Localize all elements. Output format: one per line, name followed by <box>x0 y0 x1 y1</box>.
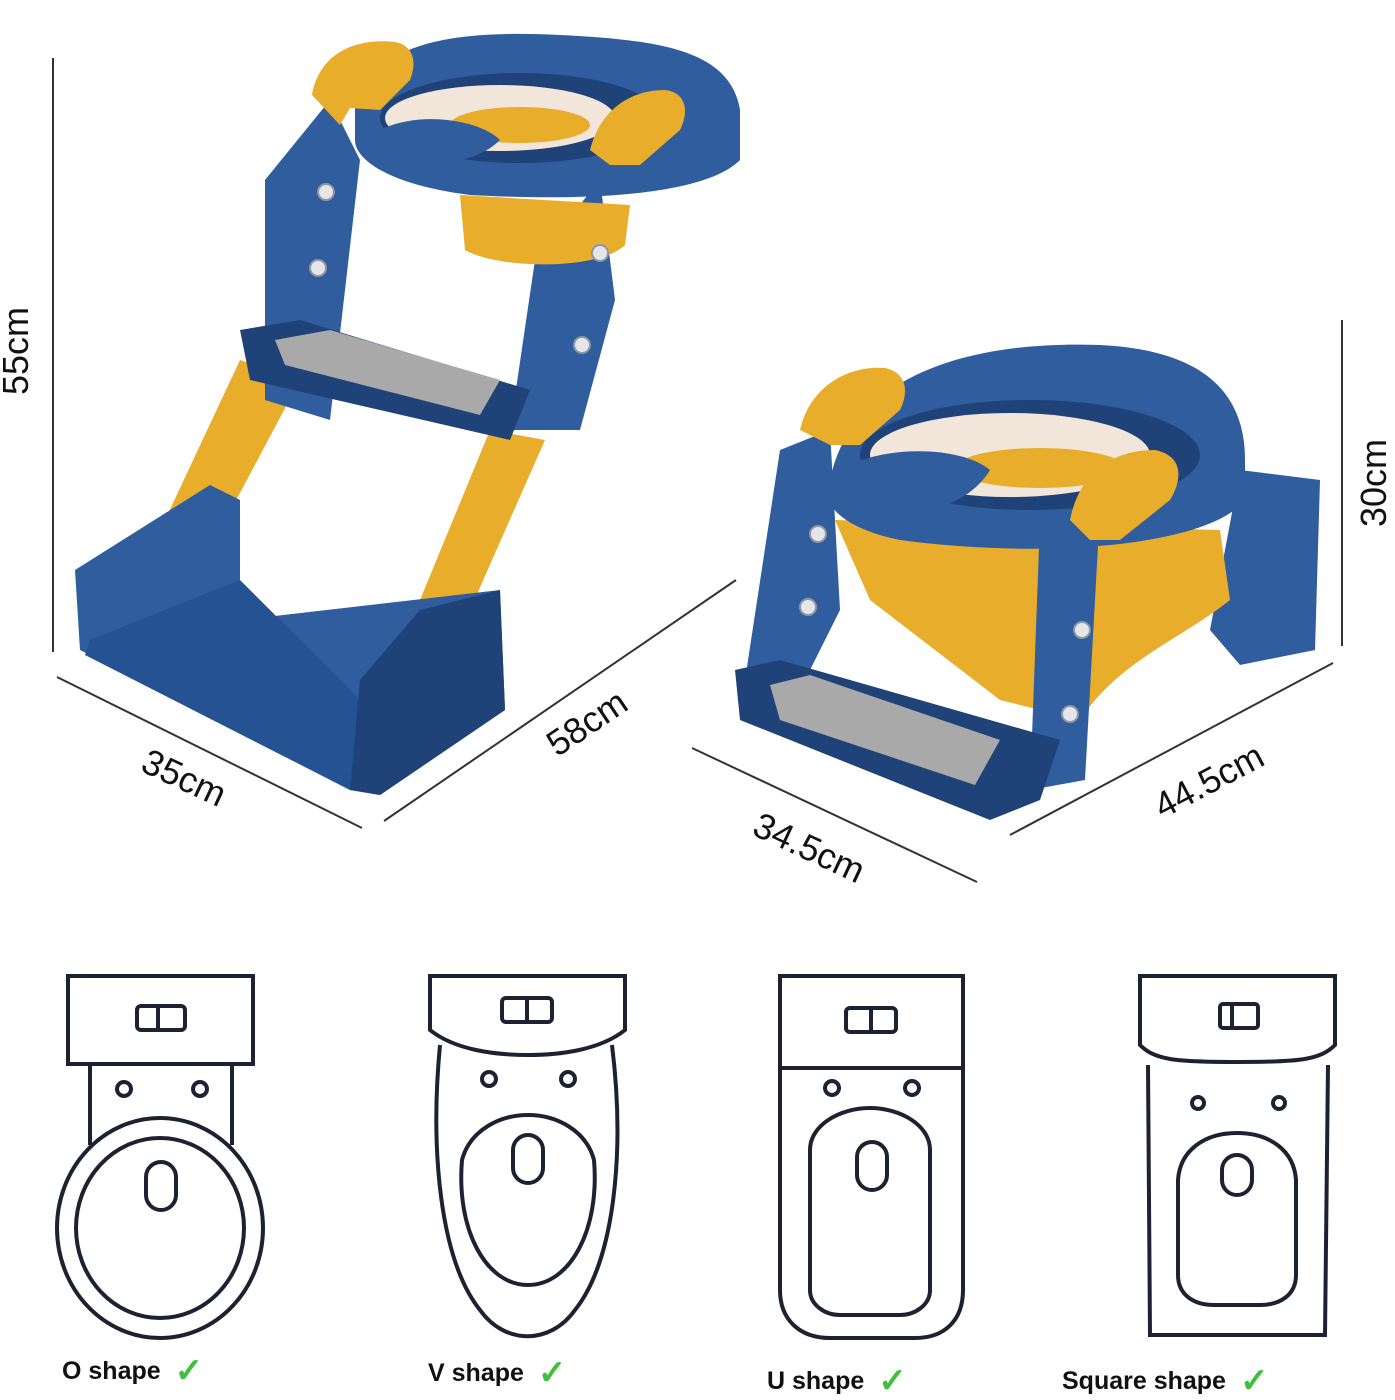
v-shape-toilet-icon <box>428 974 627 1339</box>
o-shape-toilet-icon <box>55 974 265 1340</box>
u-shape-text: U shape <box>767 1367 865 1395</box>
square-shape-label: Square shape ✓ <box>1062 1358 1269 1400</box>
check-icon: ✓ <box>537 1354 567 1392</box>
v-shape-text: V shape <box>428 1359 524 1387</box>
seat-height-label: 30cm <box>1353 438 1395 528</box>
v-shape-label: V shape ✓ <box>428 1350 567 1392</box>
check-icon: ✓ <box>174 1352 204 1390</box>
dimension-lines <box>52 58 1343 883</box>
square-shape-toilet-icon <box>1138 974 1337 1337</box>
square-shape-text: Square shape <box>1062 1367 1226 1395</box>
ladder-height-label: 55cm <box>0 306 37 396</box>
u-shape-label: U shape ✓ <box>767 1358 907 1400</box>
o-shape-text: O shape <box>62 1357 161 1385</box>
o-shape-label: O shape ✓ <box>62 1348 204 1390</box>
check-icon: ✓ <box>878 1362 907 1400</box>
ladder-potty-image <box>75 33 740 795</box>
compact-potty-image <box>735 344 1320 820</box>
u-shape-toilet-icon <box>778 974 965 1340</box>
check-icon: ✓ <box>1239 1362 1269 1400</box>
